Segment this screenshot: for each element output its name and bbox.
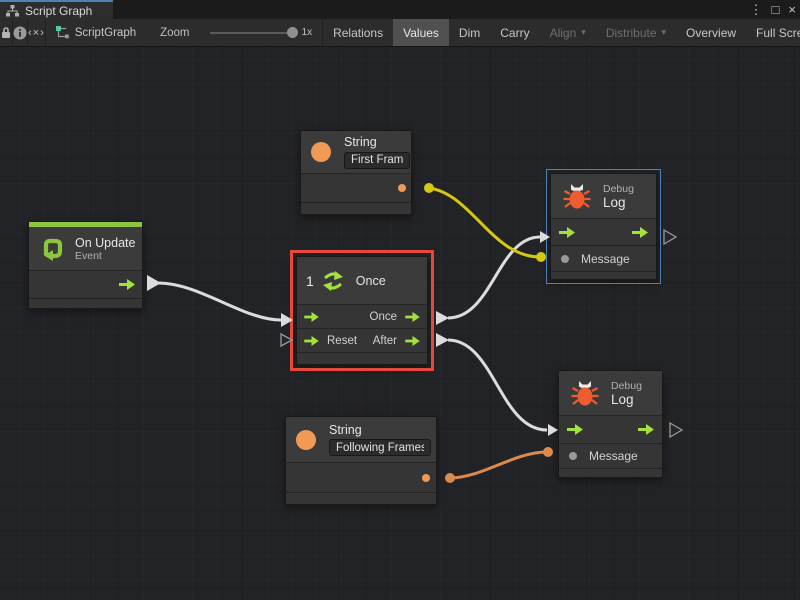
chevron-down-icon: ▾ [662, 27, 667, 38]
flow-input-port[interactable] [559, 227, 575, 238]
maximize-icon[interactable]: □ [772, 3, 780, 16]
graph-toolbar: ‹×› ScriptGraph Zoom 1x Relations Values… [0, 19, 800, 47]
code-view-button[interactable]: ‹×› [28, 19, 46, 46]
node-title: On Update [75, 236, 135, 250]
script-graph-icon [56, 26, 69, 39]
port-label-reset: Reset [327, 335, 357, 347]
node-subtitle: Debug [611, 380, 642, 392]
port-label-after: After [373, 335, 397, 347]
flow-output-port[interactable] [638, 424, 654, 435]
string-type-icon [296, 430, 316, 450]
string-type-icon [311, 142, 331, 162]
lock-icon [0, 26, 12, 39]
node-subtitle: Debug [603, 183, 634, 195]
tab-title: Script Graph [25, 4, 92, 18]
update-loop-icon [39, 235, 66, 262]
toolbar-button-dim[interactable]: Dim [449, 19, 490, 46]
zoom-track[interactable] [210, 32, 296, 34]
tab-script-graph[interactable]: Script Graph [0, 0, 113, 19]
node-title: Once [356, 274, 386, 288]
once-counter: 1 [306, 273, 314, 289]
flow-input-port[interactable] [567, 424, 583, 435]
flow-output-port-after[interactable] [405, 336, 420, 346]
orange-wire-start-dot[interactable] [445, 473, 455, 483]
string-value-input[interactable] [329, 439, 431, 456]
zoom-handle[interactable] [287, 27, 298, 38]
flow-output-port[interactable] [632, 227, 648, 238]
window-controls: ⋮ □ × [750, 0, 796, 19]
bug-icon [570, 378, 600, 408]
flow-output-port-once[interactable] [405, 312, 420, 322]
node-title: String [329, 423, 431, 437]
yellow-wire-start-dot[interactable] [424, 183, 434, 193]
yellow-wire-end-dot[interactable] [536, 252, 546, 262]
flow-input-port[interactable] [304, 312, 319, 322]
toolbar-button-fullscreen[interactable]: Full Screen [746, 19, 800, 46]
once-cycle-icon [321, 269, 345, 293]
graph-name-label: ScriptGraph [75, 27, 136, 39]
info-icon [13, 26, 27, 40]
message-input-port[interactable] [561, 255, 569, 263]
close-icon[interactable]: × [788, 3, 796, 16]
bug-icon [562, 181, 592, 211]
string-value-input[interactable] [344, 152, 410, 169]
port-label-message: Message [589, 449, 638, 463]
zoom-value: 1x [302, 27, 313, 38]
node-on-update[interactable]: On Update Event [28, 221, 143, 309]
window-menu-icon[interactable]: ⋮ [750, 3, 763, 16]
toolbar-button-align[interactable]: Align ▾ [540, 19, 596, 46]
toolbar-button-values[interactable]: Values [393, 19, 449, 46]
flow-output-port[interactable] [119, 279, 135, 290]
port-label-message: Message [581, 252, 630, 266]
toolbar-button-relations[interactable]: Relations [323, 19, 393, 46]
orange-wire-end-dot[interactable] [543, 447, 553, 457]
node-debug-log-top[interactable]: Debug Log Message [550, 173, 657, 280]
tab-bar: Script Graph ⋮ □ × [0, 0, 800, 19]
node-title: Log [611, 392, 642, 407]
flow-input-port-reset[interactable] [304, 336, 319, 346]
value-output-port[interactable] [422, 474, 430, 482]
zoom-label: Zoom [146, 19, 199, 46]
node-string-following[interactable]: String [285, 416, 437, 505]
toolbar-button-distribute[interactable]: Distribute ▾ [596, 19, 676, 46]
node-debug-log-bottom[interactable]: Debug Log Message [558, 370, 663, 478]
value-output-port[interactable] [398, 184, 406, 192]
port-label-once: Once [370, 311, 398, 323]
graph-hierarchy-icon [6, 5, 19, 17]
node-subtitle: Event [75, 250, 135, 262]
toolbar-button-overview[interactable]: Overview [676, 19, 746, 46]
node-once[interactable]: 1 Once Once [296, 256, 428, 365]
toolbar-button-carry[interactable]: Carry [490, 19, 539, 46]
chevron-down-icon: ▾ [581, 27, 586, 38]
node-title: String [344, 135, 410, 149]
lock-button[interactable] [0, 19, 13, 46]
node-title: Log [603, 195, 634, 210]
info-button[interactable] [13, 19, 28, 46]
graph-breadcrumb[interactable]: ScriptGraph [46, 19, 146, 46]
code-view-icon: ‹×› [28, 27, 45, 39]
node-string-first[interactable]: String [300, 130, 412, 215]
message-input-port[interactable] [569, 452, 577, 460]
zoom-slider[interactable]: 1x [200, 19, 324, 46]
